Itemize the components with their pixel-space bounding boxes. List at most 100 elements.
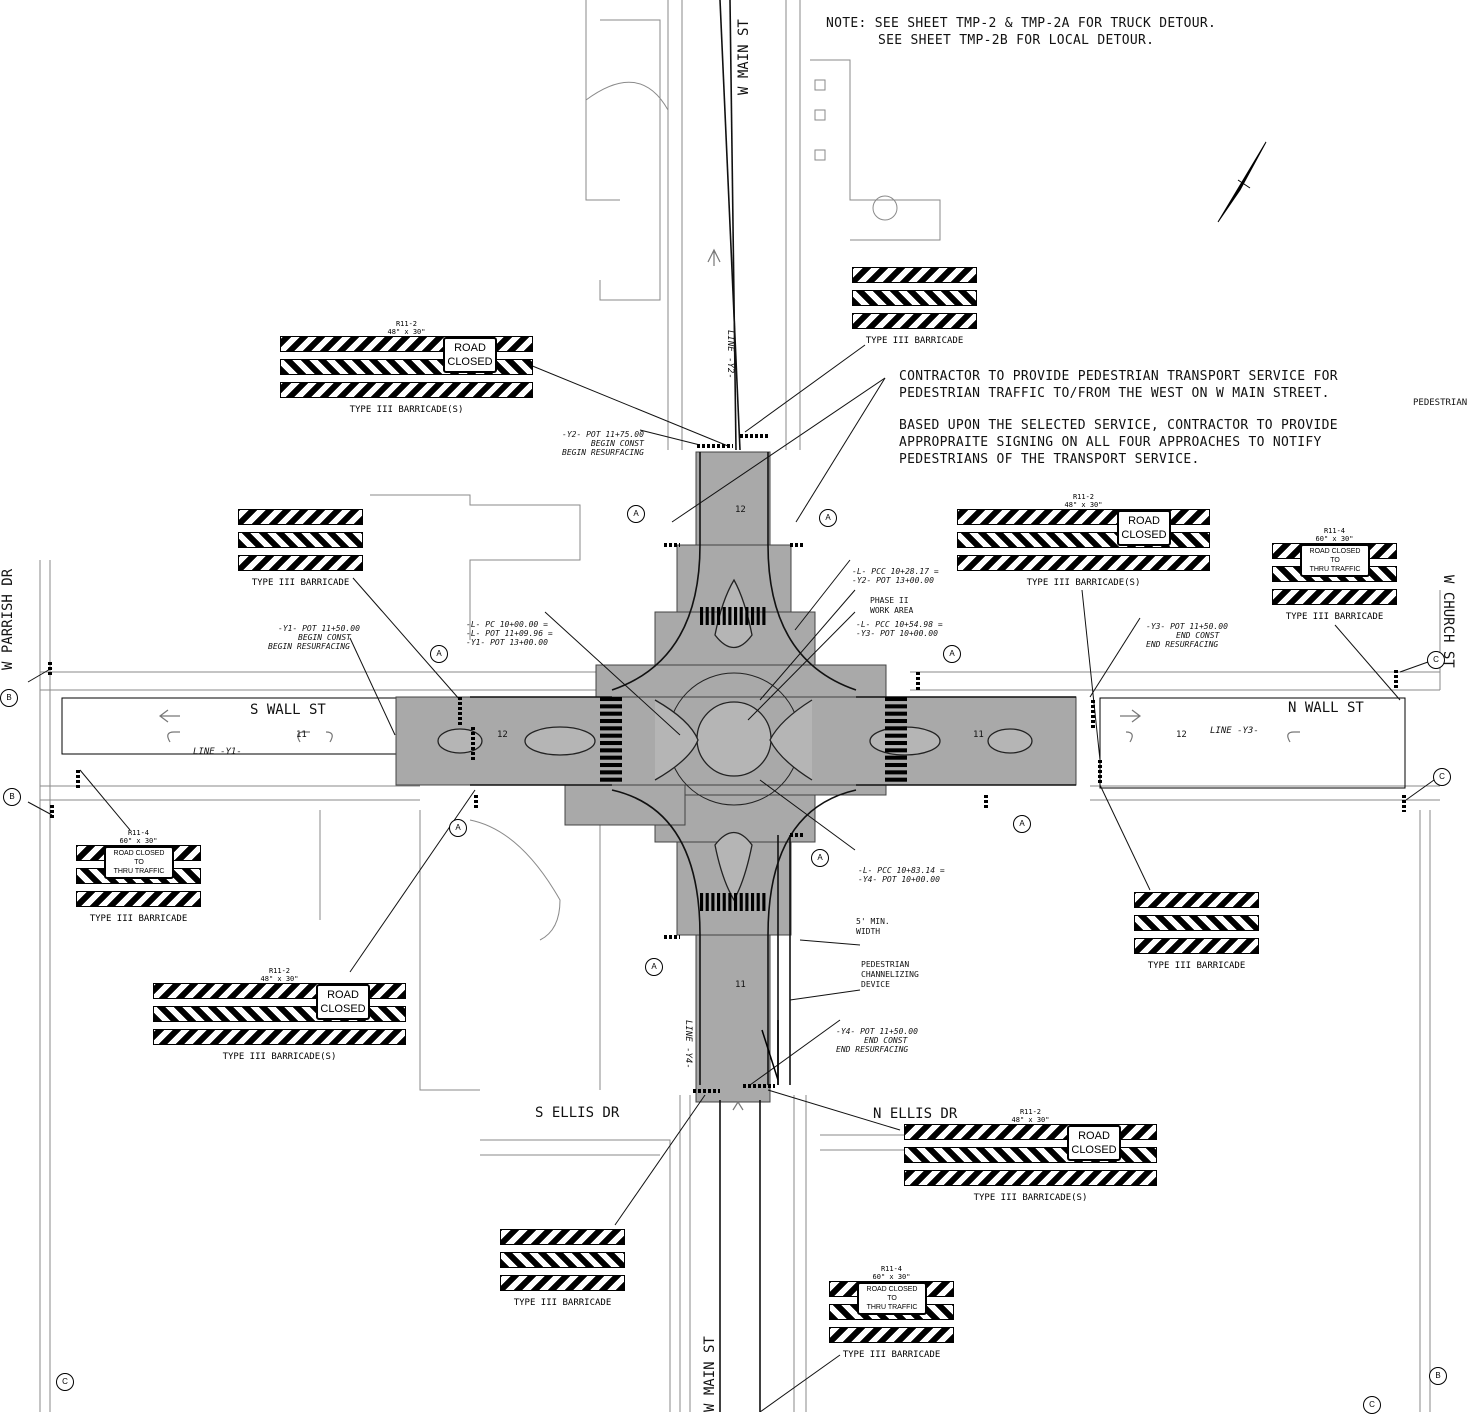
- contractor-note-line-5: PEDESTRIANS OF THE TRANSPORT SERVICE.: [899, 452, 1200, 467]
- crosswalk-stripe: [885, 726, 907, 731]
- crosswalk-stripe: [885, 763, 907, 768]
- crosswalk-stripe: [739, 607, 743, 625]
- marker-c: C: [56, 1373, 74, 1391]
- crosswalk-stripe: [600, 770, 622, 775]
- barricade-type3-west: TYPE III BARRICADE: [238, 509, 363, 588]
- crosswalk-stripe: [600, 741, 622, 746]
- crosswalk-stripe: [762, 607, 766, 625]
- barricade-caption: TYPE III BARRICADE(S): [349, 405, 464, 415]
- station-l-pcc-y3: -L- PCC 10+54.98 =-Y3- POT 10+00.00: [856, 620, 943, 638]
- crosswalk-stripe: [739, 893, 743, 911]
- pedestrian-edge-label: PEDESTRIAN: [1413, 398, 1468, 408]
- crosswalk-stripe: [756, 607, 760, 625]
- barricade-thru-traffic-east: R11-4 60" x 30" TYPE III BARRICADE ROAD …: [1272, 527, 1397, 622]
- crosswalk-stripe: [711, 607, 715, 625]
- crosswalk-stripe: [885, 697, 907, 702]
- marker-a: A: [430, 645, 448, 663]
- crosswalk-stripe: [751, 607, 755, 625]
- crosswalk-stripe: [717, 607, 721, 625]
- crosswalk-stripe: [885, 755, 907, 760]
- crosswalk-stripe: [885, 733, 907, 738]
- crosswalk-stripe: [885, 719, 907, 724]
- lane-number-11-south: 11: [735, 980, 746, 990]
- marker-a: A: [811, 849, 829, 867]
- crosswalk-stripe: [705, 893, 709, 911]
- crosswalk-stripe: [600, 748, 622, 753]
- crosswalk-stripe: [751, 893, 755, 911]
- crosswalk-stripe: [700, 893, 704, 911]
- marker-c: C: [1363, 1396, 1381, 1414]
- crosswalk-stripe: [722, 607, 726, 625]
- crosswalk-stripe: [705, 607, 709, 625]
- barricade-road-closed-nw: R11-2 48" x 30" TYPE III BARRICADE(S) RO…: [280, 320, 533, 415]
- marker-c: C: [1427, 651, 1445, 669]
- leader-lines: [27, 344, 1435, 1412]
- station-l-pcc-y4: -L- PCC 10+83.14 =-Y4- POT 10+00.00: [858, 866, 945, 884]
- lane-number-12-north: 12: [735, 505, 746, 515]
- crosswalk-stripe: [711, 893, 715, 911]
- marker-a: A: [943, 645, 961, 663]
- min-width-label: 5' MIN.WIDTH: [856, 917, 890, 936]
- crosswalk-stripe: [734, 607, 738, 625]
- street-w-main-north: W MAIN ST: [736, 19, 752, 95]
- crosswalk-stripe: [728, 607, 732, 625]
- detour-note-line-1: NOTE: SEE SHEET TMP-2 & TMP-2A FOR TRUCK…: [826, 16, 1217, 31]
- street-w-main-south: W MAIN ST: [702, 1336, 718, 1412]
- crosswalk-stripe: [728, 893, 732, 911]
- line-y4-label: LINE -Y4-: [683, 1020, 693, 1069]
- crosswalk-stripe: [600, 733, 622, 738]
- barricade-type3-south: TYPE III BARRICADE: [500, 1229, 625, 1308]
- pedestrian-channelizing-device: [761, 1020, 779, 1085]
- marker-a: A: [1013, 815, 1031, 833]
- crosswalk-stripe: [885, 711, 907, 716]
- curb-lines: [470, 0, 1076, 1412]
- line-y3-label: LINE -Y3-: [1210, 726, 1259, 736]
- barricade-type3-north: TYPE III BARRICADE: [852, 267, 977, 346]
- marker-c: C: [1433, 768, 1451, 786]
- crosswalk-stripe: [745, 893, 749, 911]
- crosswalk-stripe: [600, 697, 622, 702]
- crosswalk-stripe: [700, 607, 704, 625]
- crosswalk-stripe: [885, 704, 907, 709]
- crosswalk-stripe: [600, 711, 622, 716]
- crosswalk-stripe: [717, 893, 721, 911]
- marker-b: B: [1429, 1367, 1447, 1385]
- crosswalks: [600, 607, 907, 911]
- marker-a: A: [645, 958, 663, 976]
- crosswalk-stripe: [600, 755, 622, 760]
- barricade-road-closed-sw: R11-2 48" x 30" TYPE III BARRICADE(S) RO…: [153, 967, 406, 1062]
- existing-road-edges: [39, 0, 1441, 1412]
- street-w-parrish: W PARRISH DR: [0, 568, 16, 670]
- barricade-type3-east: TYPE III BARRICADE: [1134, 892, 1259, 971]
- marker-b: B: [0, 689, 18, 707]
- barricade-road-closed-se: R11-2 48" x 30" TYPE III BARRICADE(S) RO…: [904, 1108, 1157, 1203]
- marker-b: B: [3, 788, 21, 806]
- contractor-note-line-3: BASED UPON THE SELECTED SERVICE, CONTRAC…: [899, 418, 1338, 433]
- station-l-pc: -L- PC 10+00.00 =-L- POT 11+09.96 =-Y1- …: [466, 620, 553, 647]
- street-s-ellis: S ELLIS DR: [535, 1105, 620, 1121]
- crosswalk-stripe: [722, 893, 726, 911]
- crosswalk-stripe: [885, 748, 907, 753]
- lane-number-12-west: 12: [497, 730, 508, 740]
- barricade-thru-traffic-west: R11-4 60" x 30" TYPE III BARRICADE ROAD …: [76, 829, 201, 924]
- crosswalk-stripe: [600, 719, 622, 724]
- street-s-wall: S WALL ST: [250, 702, 326, 718]
- line-y2-label: LINE -Y2-: [725, 330, 735, 379]
- crosswalk-stripe: [600, 763, 622, 768]
- contractor-note-line-1: CONTRACTOR TO PROVIDE PEDESTRIAN TRANSPO…: [899, 369, 1338, 384]
- crosswalk-stripe: [734, 893, 738, 911]
- street-n-ellis: N ELLIS DR: [873, 1106, 958, 1122]
- marker-a: A: [449, 819, 467, 837]
